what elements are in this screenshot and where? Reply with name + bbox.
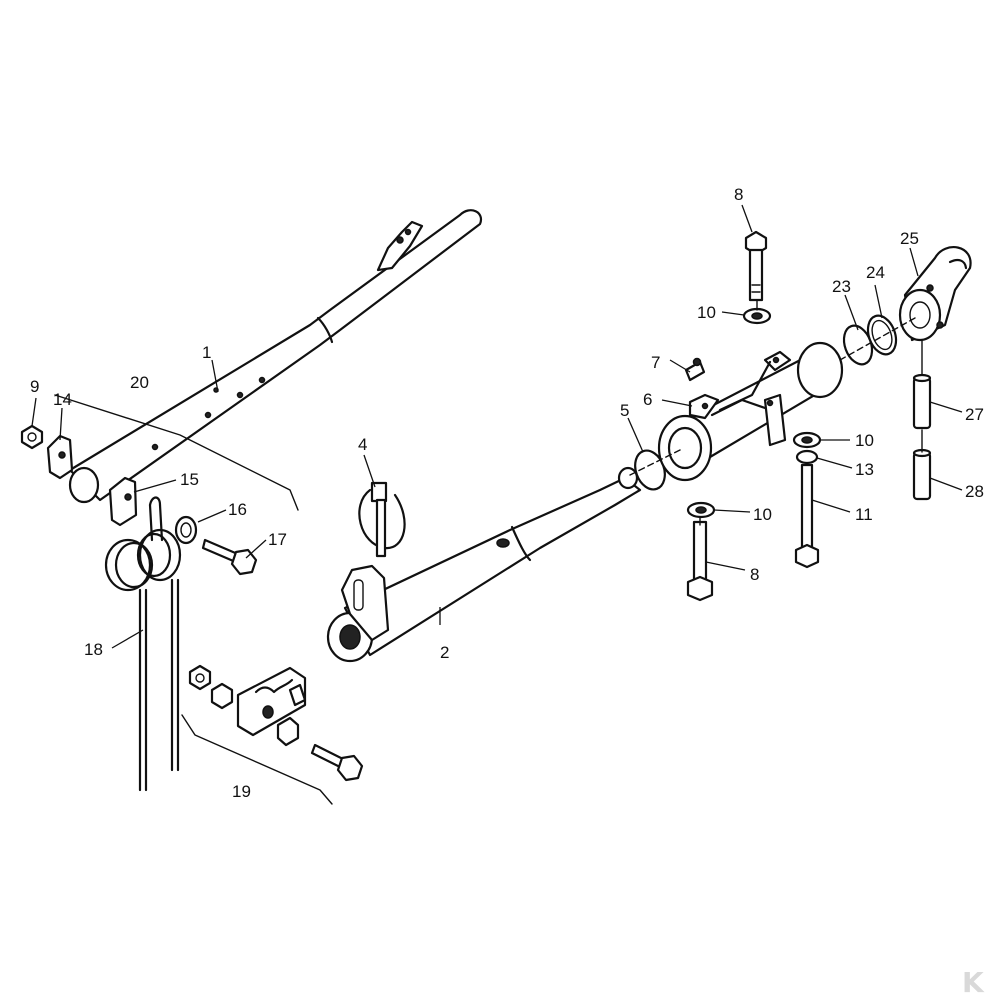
callout-2: 2 bbox=[440, 643, 449, 662]
callout-8-lower: 8 bbox=[750, 565, 759, 584]
callout-23: 23 bbox=[832, 277, 851, 296]
part-18-spring-tine bbox=[104, 496, 182, 792]
part-8-bolt-lower bbox=[686, 520, 714, 602]
assembly-axis-lines bbox=[629, 299, 923, 526]
callout-9: 9 bbox=[30, 377, 39, 396]
callout-11: 11 bbox=[855, 505, 873, 524]
part-7-grease-nipple bbox=[684, 357, 706, 382]
part-11-long-bolt bbox=[794, 463, 820, 569]
leader-lines bbox=[31, 204, 963, 649]
group-bracket-19 bbox=[181, 714, 333, 805]
callout-20: 20 bbox=[130, 373, 149, 392]
callout-4: 4 bbox=[358, 435, 367, 454]
group-bracket-20 bbox=[54, 394, 299, 511]
part-14-clamp-block bbox=[46, 434, 74, 480]
part-28-pin bbox=[912, 448, 932, 501]
callout-13: 13 bbox=[855, 460, 874, 479]
part-19-clamp-assembly bbox=[188, 664, 364, 782]
callout-15: 15 bbox=[180, 470, 199, 489]
part-24-ring bbox=[866, 314, 898, 356]
callout-18: 18 bbox=[84, 640, 103, 659]
brand-watermark-logo: K bbox=[962, 966, 985, 999]
part-10-washer-middle bbox=[792, 431, 822, 449]
part-1-tine-bar bbox=[68, 209, 483, 504]
callout-24: 24 bbox=[866, 263, 885, 282]
callout-16: 16 bbox=[228, 500, 247, 519]
part-16-washer bbox=[174, 515, 198, 545]
callout-27: 27 bbox=[965, 405, 984, 424]
callout-17: 17 bbox=[268, 530, 287, 549]
callout-8-upper: 8 bbox=[734, 185, 743, 204]
callout-7: 7 bbox=[651, 353, 660, 372]
callout-19: 19 bbox=[232, 782, 251, 801]
part-25-end-fitting bbox=[898, 246, 972, 342]
part-27-pin bbox=[912, 373, 932, 430]
part-4-linch-pin bbox=[358, 481, 406, 558]
callout-14: 14 bbox=[53, 390, 72, 409]
part-15-bracket bbox=[108, 476, 138, 527]
callout-28: 28 bbox=[965, 482, 984, 501]
part-10-washer-lower bbox=[686, 501, 716, 519]
callout-10-middle: 10 bbox=[855, 431, 874, 450]
part-10-washer-upper bbox=[742, 307, 772, 325]
part-17-bolt bbox=[201, 538, 258, 576]
part-2-main-tube bbox=[326, 466, 642, 663]
callout-6: 6 bbox=[643, 390, 652, 409]
part-13-lock-washer bbox=[795, 449, 819, 465]
callout-10-upper: 10 bbox=[697, 303, 716, 322]
callout-25: 25 bbox=[900, 229, 919, 248]
part-8-bolt-upper bbox=[744, 230, 768, 302]
callout-5: 5 bbox=[620, 401, 629, 420]
callout-1: 1 bbox=[202, 343, 211, 362]
callout-10-lower: 10 bbox=[753, 505, 772, 524]
part-6-bearing-housing bbox=[657, 341, 844, 482]
callout-labels: 1 2 4 5 6 7 8 8 9 10 10 10 11 13 14 15 1… bbox=[30, 185, 984, 801]
part-9-nut bbox=[20, 424, 44, 450]
